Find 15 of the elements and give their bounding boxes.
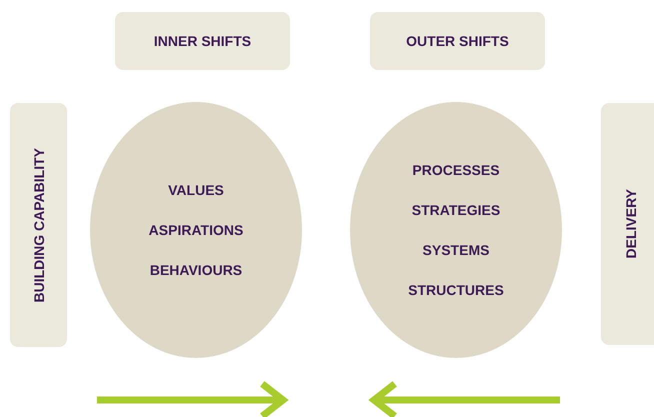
list-item: SYSTEMS: [422, 242, 490, 258]
list-item: VALUES: [168, 182, 224, 198]
list-item: STRUCTURES: [408, 282, 504, 298]
list-item: STRATEGIES: [412, 202, 500, 218]
heading: OUTER SHIFTS: [406, 33, 509, 49]
side-panel: [10, 103, 67, 347]
heading-box: [115, 12, 290, 70]
list-item: ASPIRATIONS: [148, 222, 244, 238]
list-item: BEHAVIOURS: [150, 262, 242, 278]
heading: INNER SHIFTS: [154, 33, 252, 49]
side-panel: [601, 103, 654, 345]
heading-box: [370, 12, 545, 70]
heading: BUILDING CAPABILITY: [30, 148, 46, 302]
list-item: PROCESSES: [412, 162, 500, 178]
heading: DELIVERY: [623, 189, 639, 259]
